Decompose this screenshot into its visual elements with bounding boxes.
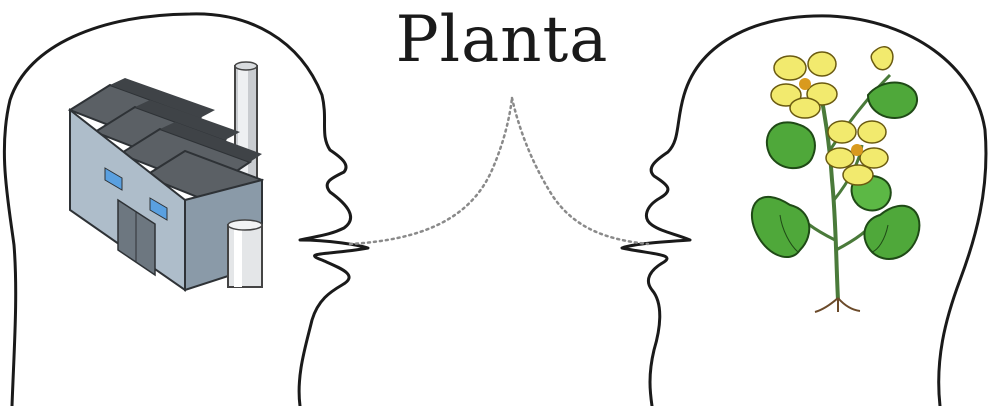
flowering-plant-icon — [752, 47, 919, 312]
flower-middle — [826, 121, 888, 185]
spoken-word: Planta — [0, 8, 992, 72]
left-speech-dotted-line — [350, 98, 512, 244]
factory-icon — [70, 62, 262, 290]
right-speech-dotted-line — [512, 98, 648, 244]
